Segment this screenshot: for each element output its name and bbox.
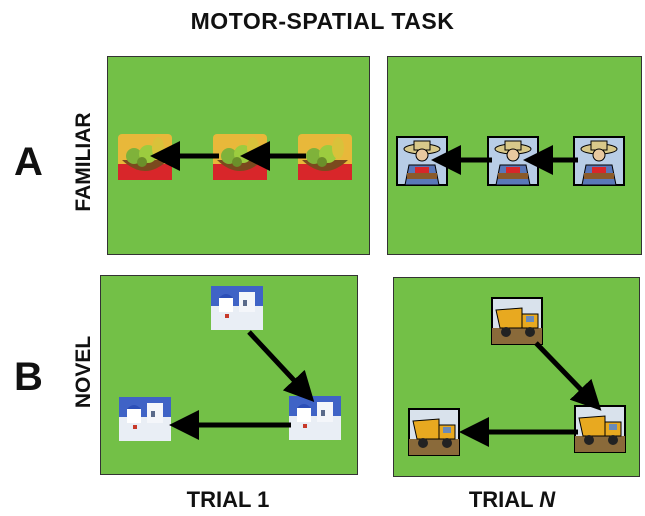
panel-familiar-trial-n-drawing bbox=[396, 136, 625, 186]
greek-village-icon bbox=[289, 396, 341, 440]
farmer-icon bbox=[487, 136, 539, 186]
figure-title: MOTOR-SPATIAL TASK bbox=[190, 8, 455, 34]
farmer-icon bbox=[396, 136, 448, 186]
arrow bbox=[534, 341, 602, 411]
dump-truck-icon bbox=[491, 297, 543, 345]
fruit-bowl-icon bbox=[118, 134, 172, 180]
dump-truck-icon bbox=[408, 408, 460, 456]
greek-village-icon bbox=[211, 286, 263, 330]
row-letter-b: B bbox=[14, 355, 43, 399]
row-label-novel: NOVEL bbox=[72, 335, 95, 409]
fruit-bowl-icon bbox=[298, 134, 352, 180]
column-label-trial-1: TRIAL 1 bbox=[186, 487, 270, 512]
panel-novel-trial-n-drawing bbox=[408, 297, 626, 456]
row-letter-a: A bbox=[14, 140, 43, 184]
panel-novel-trial-1-drawing bbox=[119, 286, 341, 441]
row-label-familiar: FAMILIAR bbox=[72, 112, 95, 212]
panel-novel-trial-1 bbox=[101, 276, 357, 474]
greek-village-icon bbox=[119, 397, 171, 441]
column-label-trial-n: TRIAL N bbox=[468, 487, 556, 512]
panel-familiar-trial-1-drawing bbox=[118, 134, 352, 180]
panel-familiar-trial-n bbox=[388, 57, 641, 254]
panel-novel-trial-n bbox=[394, 278, 639, 476]
dump-truck-icon bbox=[574, 405, 626, 453]
arrow bbox=[247, 330, 315, 402]
farmer-icon bbox=[573, 136, 625, 186]
panel-familiar-trial-1 bbox=[108, 57, 369, 254]
